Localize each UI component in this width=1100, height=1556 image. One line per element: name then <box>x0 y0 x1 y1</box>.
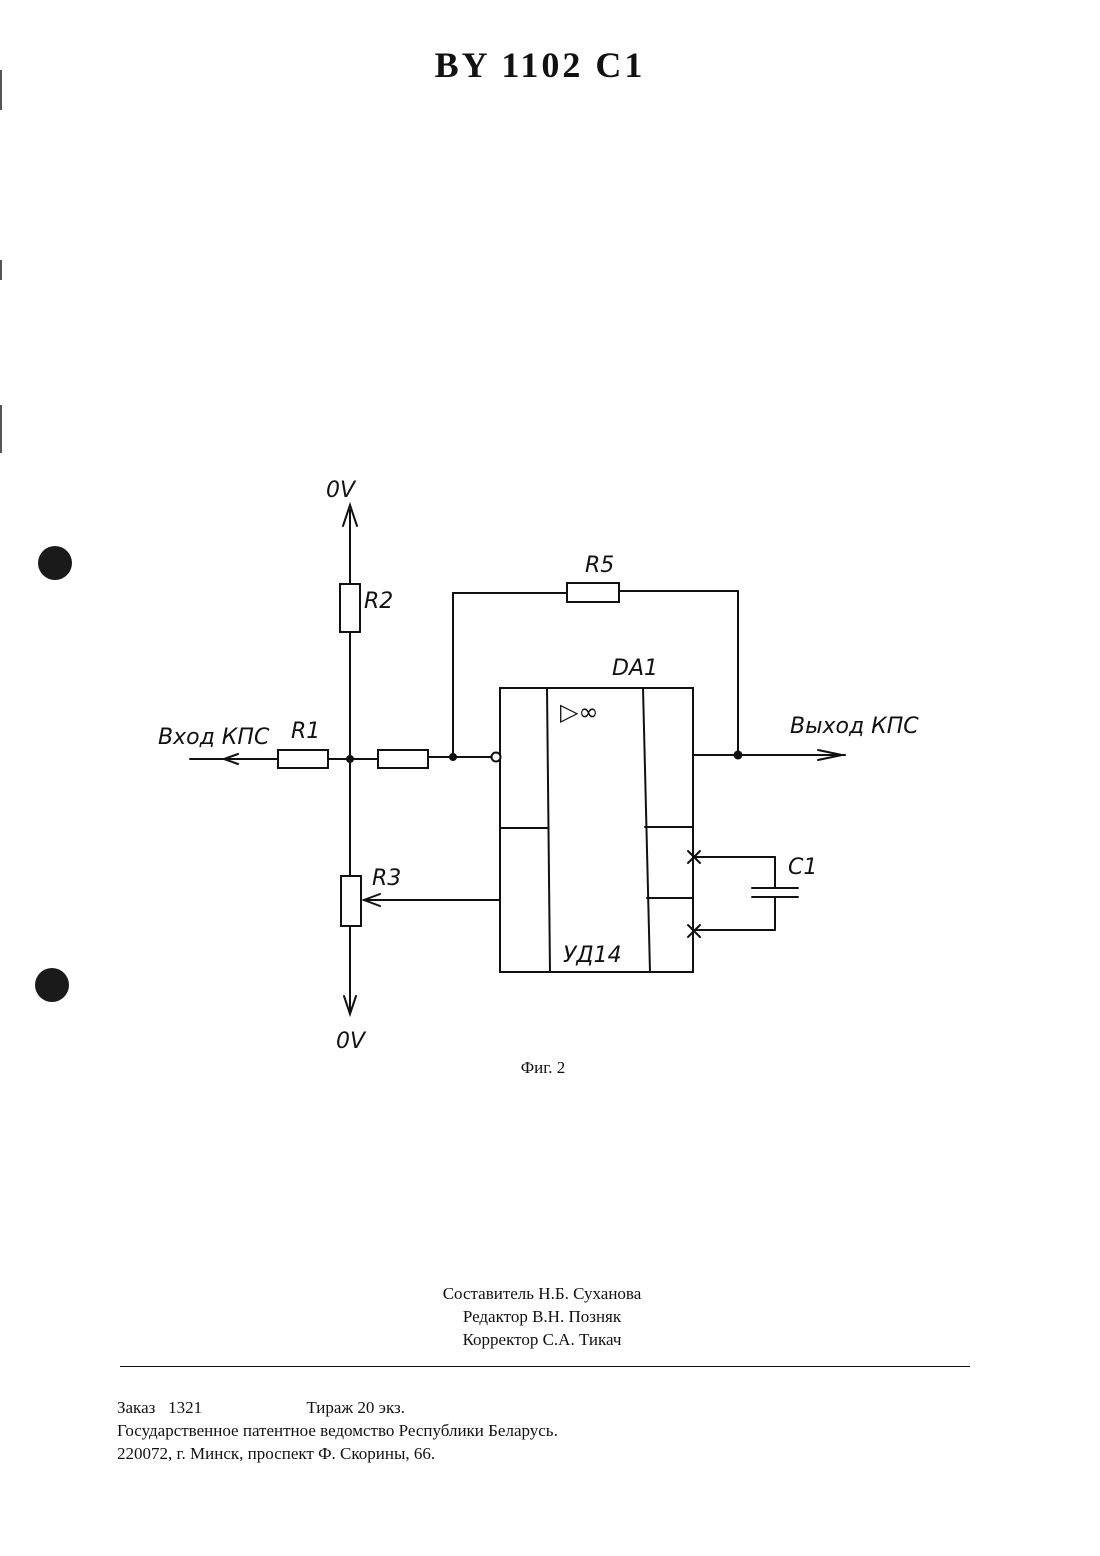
junction-node-feedback <box>449 753 457 761</box>
label-output: Выход КПС <box>790 714 919 739</box>
label-chip-type: УД14 <box>563 943 622 968</box>
opamp-inverting-input <box>492 753 501 762</box>
label-r3: R3 <box>372 866 401 891</box>
label-input: Вход КПС <box>158 725 270 750</box>
resistor-r3 <box>341 876 361 926</box>
credit-proofreader: Корректор С.А. Тикач <box>0 1328 1084 1351</box>
opamp-divider-right <box>643 688 650 972</box>
order-number: Заказ 1321 <box>117 1396 202 1419</box>
label-bottom-supply: 0V <box>336 1029 367 1054</box>
credit-compiler: Составитель Н.Б. Суханова <box>0 1282 1084 1305</box>
junction-node-output <box>734 751 743 760</box>
label-r5: R5 <box>585 553 614 578</box>
label-top-supply: 0V <box>326 478 357 503</box>
publisher: Государственное патентное ведомство Респ… <box>117 1419 558 1442</box>
label-c1: C1 <box>788 855 817 880</box>
opamp-divider-left <box>547 688 550 972</box>
credits-block: Составитель Н.Б. Суханова Редактор В.Н. … <box>0 1282 1084 1351</box>
resistor-r2 <box>340 584 360 632</box>
label-amp-symbol: ▷∞ <box>560 698 598 726</box>
resistor-r5 <box>567 583 619 602</box>
divider-rule <box>120 1366 970 1367</box>
circuit-schematic: 0V 0V R2 R3 R1 R5 DA1 ▷∞ УД14 C1 Вход КП… <box>0 0 1100 1100</box>
order-row: Заказ 1321 Тираж 20 экз. <box>117 1396 558 1419</box>
print-run: Тираж 20 экз. <box>306 1396 405 1419</box>
resistor-r1 <box>278 750 328 768</box>
junction-node-main <box>346 755 354 763</box>
figure-caption: Фиг. 2 <box>0 1058 1086 1078</box>
label-r1: R1 <box>291 719 320 744</box>
label-da1: DA1 <box>612 656 658 681</box>
resistor-unlabeled <box>378 750 428 768</box>
credit-editor: Редактор В.Н. Позняк <box>0 1305 1084 1328</box>
imprint-footer: Заказ 1321 Тираж 20 экз. Государственное… <box>117 1396 558 1465</box>
address: 220072, г. Минск, проспект Ф. Скорины, 6… <box>117 1442 558 1465</box>
opamp-da1-body <box>500 688 693 972</box>
label-r2: R2 <box>364 589 393 614</box>
